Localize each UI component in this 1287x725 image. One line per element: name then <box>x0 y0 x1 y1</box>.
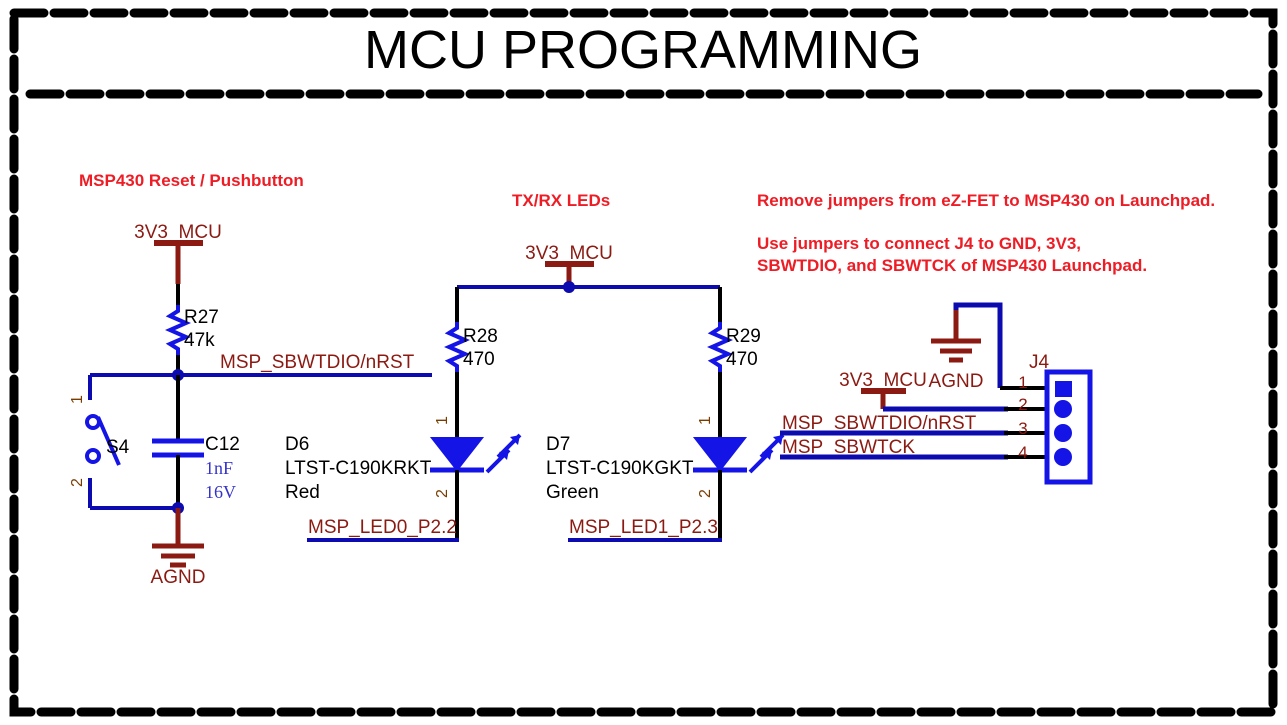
component-R29[interactable]: R29 470 <box>707 322 761 372</box>
net-label-sbwtck-j4: MSP_SBWTCK <box>782 437 915 458</box>
resistor-body-R28 <box>444 322 470 372</box>
connector-pad-J4-1 <box>1055 381 1072 397</box>
ground-symbol-agnd-reset: AGND <box>151 543 206 588</box>
power-label-3v3-reset: 3V3_MCU <box>134 222 222 243</box>
component-S4[interactable]: S4 1 2 <box>69 395 130 487</box>
component-J4[interactable]: J4 1 2 3 4 <box>1018 352 1093 485</box>
component-D7[interactable]: 1 2 D7 LTST-C190KGKT Green <box>546 416 785 503</box>
component-R27[interactable]: R27 47k <box>165 305 219 355</box>
power-symbol-3v3-reset: 3V3_MCU <box>134 222 222 284</box>
border-outer-dashed <box>9 8 1278 717</box>
connector-pad-J4-4 <box>1054 448 1072 466</box>
led-emission-arrows-D7 <box>748 433 785 474</box>
refdes-D6: D6 <box>285 434 309 455</box>
connector-pad-J4-3 <box>1054 424 1072 442</box>
pin-number-J4-1: 1 <box>1018 373 1027 392</box>
resistor-body-R27 <box>165 305 191 355</box>
component-C12[interactable]: C12 1nF 16V <box>152 434 240 502</box>
refdes-C12: C12 <box>205 434 240 455</box>
ground-symbol-agnd-j4: AGND <box>929 310 984 392</box>
j4-header-circuit: AGND 3V3_MCU MSP_SBWTDIO/nRST MSP_SBWTCK <box>780 302 1093 485</box>
component-R28[interactable]: R28 470 <box>444 322 498 372</box>
pin-number-S4-2: 2 <box>69 478 86 487</box>
value-R27: 47k <box>184 330 215 351</box>
net-label-led1: MSP_LED1_P2.3 <box>569 517 718 538</box>
partnumber-D7: LTST-C190KGKT <box>546 458 694 479</box>
note-use-jumpers-line1: Use jumpers to connect J4 to GND, 3V3, <box>757 234 1081 253</box>
ground-label-agnd-reset: AGND <box>151 567 206 588</box>
power-label-3v3-leds: 3V3_MCU <box>525 243 613 264</box>
refdes-S4: S4 <box>106 437 130 458</box>
pin-number-J4-2: 2 <box>1018 395 1027 414</box>
reset-pushbutton-circuit: 3V3_MCU R27 47k MSP_SBWTDIO/nRST <box>69 222 432 588</box>
color-D6: Red <box>285 482 320 503</box>
partnumber-D6: LTST-C190KRKT <box>285 458 432 479</box>
led-triangle-D6 <box>429 437 485 472</box>
net-label-sbwtdio-j4: MSP_SBWTDIO/nRST <box>782 413 977 434</box>
resistor-body-R29 <box>707 322 733 372</box>
refdes-J4: J4 <box>1029 352 1050 373</box>
note-use-jumpers-line2: SBWTDIO, and SBWTCK of MSP430 Launchpad. <box>757 256 1147 275</box>
value-C12: 1nF <box>205 458 233 478</box>
component-D6[interactable]: 1 2 D6 LTST-C190KRKT Red <box>285 416 522 503</box>
power-symbol-3v3-leds: 3V3_MCU <box>525 243 613 286</box>
pin-number-J4-4: 4 <box>1018 443 1027 462</box>
note-remove-jumpers: Remove jumpers from eZ-FET to MSP430 on … <box>757 191 1215 210</box>
led-arrowhead-2-D7 <box>773 435 783 445</box>
refdes-R28: R28 <box>463 326 498 347</box>
sheet-border <box>9 8 1278 717</box>
refdes-R29: R29 <box>726 326 761 347</box>
color-D7: Green <box>546 482 599 503</box>
pin-number-J4-3: 3 <box>1018 419 1027 438</box>
net-label-led0: MSP_LED0_P2.2 <box>308 517 457 538</box>
connector-pad-J4-2 <box>1054 400 1072 418</box>
pin-number-D6-1: 1 <box>434 416 451 425</box>
pin-number-D7-2: 2 <box>697 489 714 498</box>
value-R29: 470 <box>726 349 758 370</box>
power-label-3v3-j4: 3V3_MCU <box>839 370 927 391</box>
net-label-sbwtdio-nrst-reset: MSP_SBWTDIO/nRST <box>220 352 415 373</box>
pin-number-D7-1: 1 <box>697 416 714 425</box>
txrx-leds-circuit: 3V3_MCU R28 470 <box>285 243 785 542</box>
refdes-R27: R27 <box>184 307 219 328</box>
led-arrowhead-2-D6 <box>510 435 520 445</box>
value-R28: 470 <box>463 349 495 370</box>
led-triangle-D7 <box>692 437 748 472</box>
junction-led-rail <box>563 281 575 293</box>
note-reset-pushbutton: MSP430 Reset / Pushbutton <box>79 171 304 190</box>
led-emission-arrows-D6 <box>485 433 522 474</box>
ground-label-agnd-j4: AGND <box>929 371 984 392</box>
sheet-title: MCU PROGRAMMING <box>364 20 922 80</box>
switch-contact-bottom-S4 <box>85 448 101 464</box>
voltage-C12: 16V <box>205 482 236 502</box>
note-txrx-leds: TX/RX LEDs <box>512 191 610 210</box>
connector-body-J4 <box>1044 369 1093 485</box>
pin-number-D6-2: 2 <box>434 489 451 498</box>
pin-number-S4-1: 1 <box>69 395 86 404</box>
switch-actuator-S4 <box>96 416 121 466</box>
refdes-D7: D7 <box>546 434 570 455</box>
wire-agnd-to-j4-pin1 <box>953 302 1003 388</box>
power-symbol-3v3-j4: 3V3_MCU <box>839 370 927 409</box>
